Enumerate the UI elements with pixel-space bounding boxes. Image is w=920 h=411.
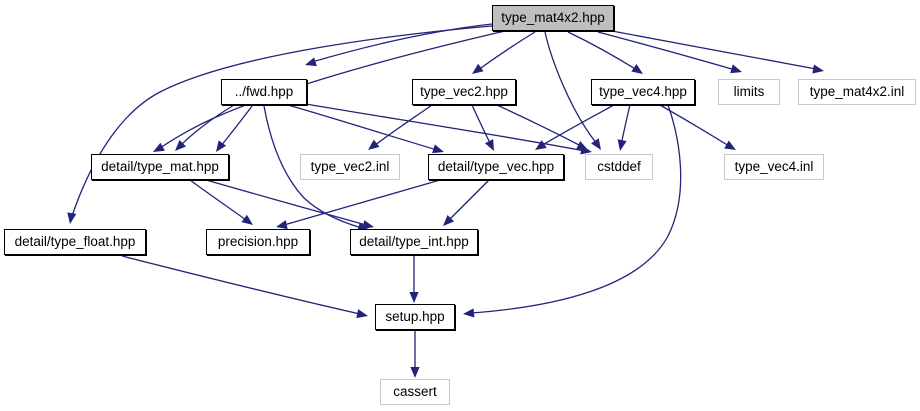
edge-root-to-fwd-arrowhead <box>305 57 317 67</box>
edge-typevec4-to-typevec4inl <box>659 104 730 147</box>
edge-root-to-typevec2 <box>477 31 536 71</box>
edge-root-to-fwd <box>311 23 493 63</box>
edge-detailtypevec-to-detailtypeint-arrowhead <box>443 214 455 226</box>
graph-node-label: setup.hpp <box>385 309 445 325</box>
edge-root-to-detailtypefloat <box>71 25 493 217</box>
edge-typevec4-to-cstddef-arrowhead <box>617 139 627 151</box>
graph-node-type_vec2_hpp[interactable]: type_vec2.hpp <box>412 79 516 105</box>
edge-detailtypevec-to-detailtypeint <box>447 179 490 222</box>
edge-fwd-to-detailtypemat-b-arrowhead <box>175 139 187 151</box>
graph-node-label: type_vec2.inl <box>310 159 390 175</box>
edge-fwd-to-detailtypemat <box>220 105 253 147</box>
graph-node-cassert[interactable]: cassert <box>380 379 450 405</box>
graph-node-precision_hpp[interactable]: precision.hpp <box>206 229 310 255</box>
edge-typevec4-to-setup <box>470 104 682 314</box>
edge-fwd-to-detailtypeint <box>263 105 363 229</box>
edge-typevec4-to-detailtypevec <box>540 104 615 147</box>
edge-root-to-typemat4x2inl-arrowhead <box>812 64 824 74</box>
edge-root-to-detailtypefloat-arrowhead <box>67 212 77 224</box>
graph-node-label: cstddef <box>597 159 641 175</box>
edge-root-to-limits <box>597 31 736 71</box>
graph-node-label: cassert <box>393 384 437 400</box>
edge-fwd-to-cstddef <box>299 102 586 152</box>
edge-detailtypefloat-to-setup-arrowhead <box>356 309 368 319</box>
graph-node-type_vec2_inl[interactable]: type_vec2.inl <box>300 154 400 180</box>
graph-node-label: precision.hpp <box>217 234 299 250</box>
edge-typevec4-to-cstddef <box>620 104 631 146</box>
edge-detailtypeint-to-setup-arrowhead <box>409 292 419 303</box>
graph-node-detail_type_int[interactable]: detail/type_int.hpp <box>350 229 478 255</box>
edge-detailtypemat-to-detailtypeint <box>205 179 367 226</box>
edge-root-to-limits-arrowhead <box>730 64 742 74</box>
graph-node-type_vec4_inl[interactable]: type_vec4.inl <box>724 154 824 180</box>
graph-node-label: ../fwd.hpp <box>234 84 294 100</box>
edge-fwd-to-detailtypevec-arrowhead <box>432 144 444 154</box>
edge-typevec4-to-typevec4inl-arrowhead <box>724 140 736 150</box>
edge-typevec2-to-detailtypevec-arrowhead <box>484 139 494 151</box>
graph-node-type_mat4x2_inl[interactable]: type_mat4x2.inl <box>798 79 916 105</box>
edge-typevec2-to-cstddef <box>496 104 582 147</box>
graph-node-cstddef[interactable]: cstddef <box>585 154 653 180</box>
graph-node-label: detail/type_vec.hpp <box>437 159 555 175</box>
graph-node-label: limits <box>733 84 765 100</box>
edge-typevec2-to-typevec2inl-arrowhead <box>368 139 380 150</box>
edge-typevec2-to-detailtypevec <box>471 104 492 146</box>
graph-node-setup_hpp[interactable]: setup.hpp <box>375 304 455 330</box>
edge-root-to-typevec4 <box>567 31 638 71</box>
edge-root-to-detailtypemat-arrowhead <box>153 142 165 152</box>
edge-typevec2-to-typevec2inl <box>373 104 433 147</box>
graph-node-label: detail/type_int.hpp <box>359 234 469 250</box>
edge-setup-to-cassert-arrowhead <box>410 367 420 378</box>
graph-node-label: detail/type_float.hpp <box>14 234 136 250</box>
edge-root-to-typevec2-arrowhead <box>472 63 484 74</box>
edge-detailtypemat-to-precision-arrowhead <box>241 214 253 225</box>
graph-node-label: type_vec2.hpp <box>420 84 508 100</box>
graph-node-type_mat4x2_hpp[interactable]: type_mat4x2.hpp <box>492 5 614 31</box>
graph-node-label: type_mat4x2.hpp <box>501 10 605 26</box>
edge-typevec2-to-cstddef-arrowhead <box>576 140 588 150</box>
graph-node-detail_type_float[interactable]: detail/type_float.hpp <box>4 229 146 255</box>
edge-detailtypevec-to-precision <box>283 179 441 226</box>
edge-fwd-to-detailtypemat-b <box>179 104 235 147</box>
graph-node-label: type_vec4.hpp <box>599 84 687 100</box>
edge-root-to-typevec4-arrowhead <box>631 63 643 74</box>
edge-detailtypemat-to-precision <box>189 179 247 221</box>
graph-node-fwd_hpp[interactable]: ../fwd.hpp <box>221 79 307 105</box>
edge-root-to-cstddef <box>544 31 598 145</box>
edge-fwd-to-detailtypemat-arrowhead <box>216 140 227 152</box>
edge-detailtypevec-to-precision-arrowhead <box>276 220 288 230</box>
graph-node-label: detail/type_mat.hpp <box>101 159 219 175</box>
graph-node-label: type_mat4x2.inl <box>809 84 905 100</box>
edge-detailtypemat-to-detailtypeint-arrowhead <box>362 220 374 230</box>
edge-fwd-to-detailtypevec <box>287 104 438 151</box>
graph-node-type_vec4_hpp[interactable]: type_vec4.hpp <box>591 79 695 105</box>
graph-node-label: type_vec4.inl <box>734 159 814 175</box>
edge-detailtypefloat-to-setup <box>121 255 361 315</box>
graph-node-limits[interactable]: limits <box>718 79 780 105</box>
edge-root-to-typemat4x2inl <box>611 30 817 70</box>
edge-root-to-cstddef-arrowhead <box>591 138 601 150</box>
graph-node-detail_type_vec[interactable]: detail/type_vec.hpp <box>428 154 564 180</box>
edge-typevec4-to-detailtypevec-arrowhead <box>535 140 547 150</box>
graph-node-detail_type_mat[interactable]: detail/type_mat.hpp <box>91 154 229 180</box>
edge-typevec4-to-setup-arrowhead <box>463 308 475 318</box>
